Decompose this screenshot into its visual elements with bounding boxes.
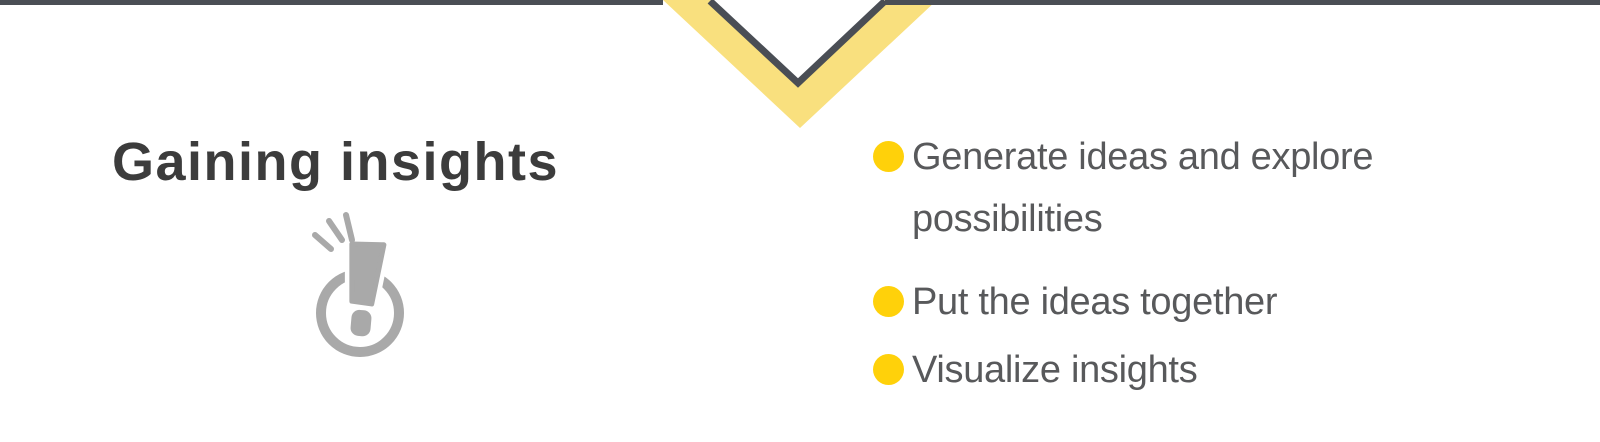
bullet-dot-icon bbox=[873, 141, 904, 172]
divider-line-left bbox=[0, 0, 663, 5]
bullet-text: Put the ideas together bbox=[912, 281, 1278, 323]
bullet-dot-icon bbox=[873, 354, 904, 385]
chevron-down-arrow bbox=[663, 0, 937, 128]
spark-lines-icon bbox=[312, 212, 355, 252]
page-title: Gaining insights bbox=[112, 132, 560, 192]
bullet-dot-icon bbox=[873, 286, 904, 317]
exclamation-insight-icon bbox=[312, 212, 404, 357]
exclamation-mark bbox=[344, 236, 391, 337]
top-divider-with-chevron bbox=[0, 0, 1600, 128]
list-item: Visualize insights bbox=[873, 339, 1432, 401]
list-item: Generate ideas and explore possibilities bbox=[873, 126, 1432, 250]
bullet-text: Visualize insights bbox=[912, 349, 1198, 391]
list-item: Put the ideas together bbox=[873, 271, 1432, 333]
chevron-inner-stroke bbox=[707, 0, 888, 88]
divider-line-right bbox=[885, 0, 1600, 5]
bullet-text: Generate ideas and explore possibilities bbox=[912, 136, 1374, 240]
